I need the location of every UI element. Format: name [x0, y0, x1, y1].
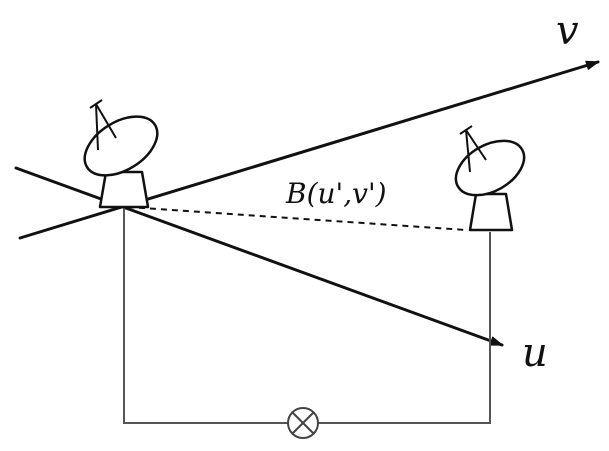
baseline-dashed-line — [127, 206, 467, 231]
multiplier-cross-circle-icon — [287, 407, 319, 439]
baseline-label: B(u',v') — [285, 177, 387, 210]
correlator-wire-right — [318, 232, 491, 424]
u-axis-line — [14, 166, 504, 347]
u-axis-label: u — [522, 330, 548, 376]
v-axis-line — [18, 60, 600, 240]
right-radio-dish-antenna-icon — [454, 125, 526, 232]
v-axis-label: v — [556, 8, 579, 54]
left-radio-dish-antenna-icon — [83, 99, 159, 209]
correlator-wire — [123, 207, 288, 424]
